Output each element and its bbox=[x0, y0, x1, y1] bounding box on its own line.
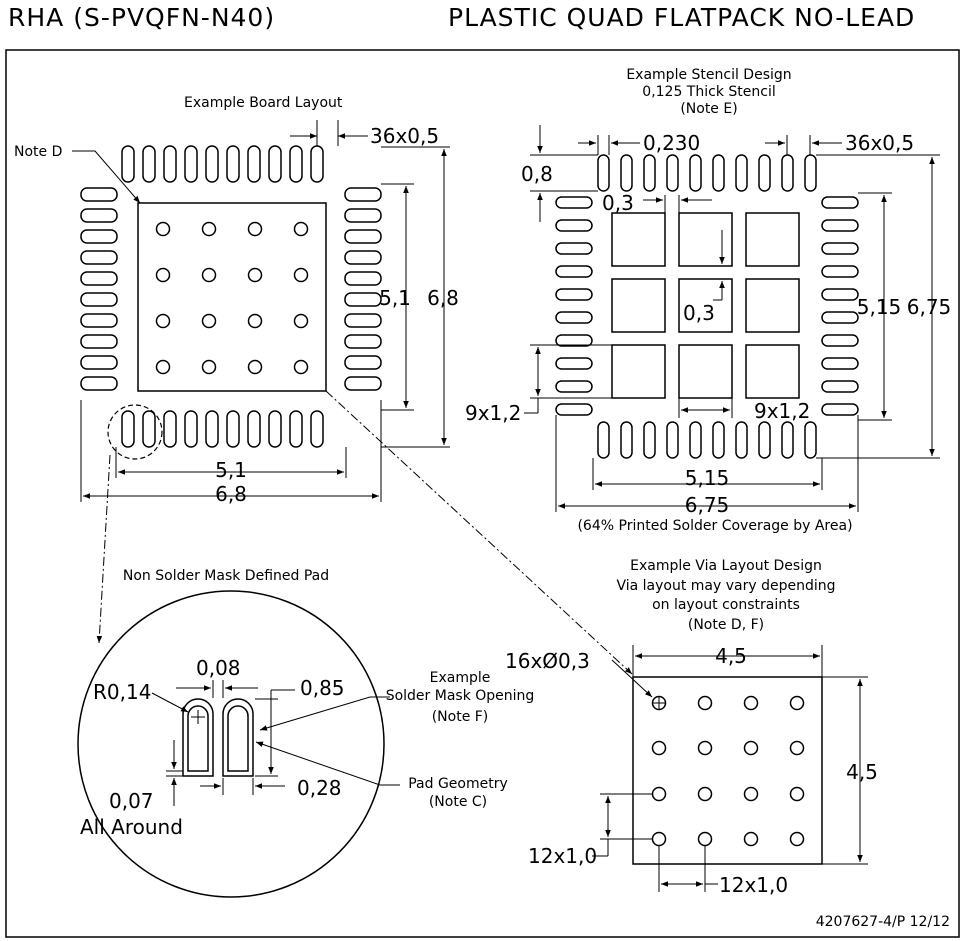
mask-opening-line-2: Solder Mask Opening bbox=[386, 688, 535, 704]
stencil-inner-height-label: 5,15 bbox=[857, 295, 902, 319]
detail-callout-circle bbox=[107, 404, 163, 460]
stencil-horizontal-dimensions bbox=[555, 415, 859, 512]
pad-geometry-leader bbox=[255, 741, 400, 786]
stencil-bottom-pitch-dimension bbox=[678, 398, 733, 418]
stencil-pad-left-column bbox=[555, 196, 593, 416]
stencil-coverage-note: (64% Printed Solder Coverage by Area) bbox=[577, 518, 852, 534]
stencil-top-dimensions bbox=[530, 125, 842, 222]
stencil-outer-height-label: 6,75 bbox=[907, 295, 952, 319]
board-pad-right-column bbox=[344, 187, 382, 391]
pad-gap-dimension bbox=[176, 680, 258, 698]
stencil-outer-width-label: 6,75 bbox=[685, 493, 730, 517]
pad-gap-label: 0,08 bbox=[196, 656, 241, 680]
note-d-leader bbox=[72, 150, 141, 204]
mask-opening-line-3: (Note F) bbox=[432, 709, 489, 725]
pad-width-label: 0,28 bbox=[297, 776, 342, 800]
stencil-title-3: (Note E) bbox=[680, 101, 737, 117]
stencil-window-vgap-label: 0,3 bbox=[683, 301, 715, 325]
radius-leader bbox=[151, 692, 189, 713]
pad-geometry-line-2: (Note C) bbox=[429, 794, 487, 810]
detail-title: Non Solder Mask Defined Pad bbox=[123, 568, 329, 584]
stencil-title-1: Example Stencil Design bbox=[626, 67, 791, 83]
detail-pads bbox=[182, 698, 254, 777]
clearance-label: 0,07 bbox=[109, 789, 154, 813]
stencil-pad-width-label: 0,230 bbox=[643, 131, 700, 155]
via-width-label: 4,5 bbox=[715, 644, 747, 668]
board-vertical-dimensions bbox=[381, 146, 450, 448]
board-via-array bbox=[155, 221, 309, 375]
stencil-pad-bottom-row bbox=[597, 421, 817, 459]
via-layout-pad bbox=[632, 676, 823, 865]
board-horizontal-dimensions bbox=[80, 400, 382, 502]
via-title-3: on layout constraints bbox=[652, 597, 800, 613]
board-pad-top-row bbox=[121, 145, 324, 183]
via-title-2: Via layout may vary depending bbox=[616, 578, 835, 594]
via-title-1: Example Via Layout Design bbox=[630, 558, 822, 574]
stencil-bottom-pitch-label: 9x1,2 bbox=[754, 399, 810, 423]
detail-leader bbox=[96, 454, 111, 644]
stencil-window-gap-label: 0,3 bbox=[602, 191, 634, 215]
via-horizontal-pitch-label: 12x1,0 bbox=[719, 873, 788, 897]
via-holes-label: 16xØ0,3 bbox=[505, 649, 590, 673]
document-code: 4207627-4/P 12/12 bbox=[816, 914, 950, 930]
stencil-pad-right-column bbox=[821, 196, 859, 416]
stencil-pitch-label: 36x0,5 bbox=[845, 131, 914, 155]
mask-opening-line-1: Example bbox=[430, 670, 491, 686]
pad-length-dimension bbox=[255, 689, 295, 777]
stencil-side-pitch-dimension bbox=[524, 344, 612, 414]
stencil-window-vgap-dimension bbox=[713, 230, 725, 301]
board-outer-height-label: 6,8 bbox=[427, 286, 459, 310]
pad-width-dimension bbox=[200, 778, 285, 795]
via-height-label: 4,5 bbox=[846, 760, 878, 784]
package-type-title: PLASTIC QUAD FLATPACK NO-LEAD bbox=[448, 3, 916, 32]
drawing-frame bbox=[5, 49, 960, 938]
board-pitch-label: 36x0,5 bbox=[370, 124, 439, 148]
stencil-pad-length-label: 0,8 bbox=[521, 162, 553, 186]
board-pad-left-column bbox=[80, 187, 118, 391]
board-inner-height-label: 5,1 bbox=[379, 286, 411, 310]
via-height-dimension bbox=[822, 676, 868, 865]
via-width-dimension bbox=[632, 645, 823, 677]
pad-geometry-line-1: Pad Geometry bbox=[408, 776, 508, 792]
via-holes-leader bbox=[611, 659, 653, 698]
stencil-side-pitch-label: 9x1,2 bbox=[465, 401, 521, 425]
detail-magnified-circle bbox=[77, 590, 385, 898]
stencil-paste-windows bbox=[611, 212, 800, 399]
via-holes bbox=[651, 695, 805, 847]
note-d-label: Note D bbox=[14, 144, 62, 160]
via-title-4: (Note D, F) bbox=[688, 617, 764, 633]
board-outer-width-label: 6,8 bbox=[215, 482, 247, 506]
pad-length-label: 0,85 bbox=[300, 676, 345, 700]
stencil-title-2: 0,125 Thick Stencil bbox=[642, 84, 775, 100]
stencil-pad-top-row bbox=[597, 154, 817, 192]
via-detail-leader bbox=[325, 390, 633, 675]
board-inner-width-label: 5,1 bbox=[215, 458, 247, 482]
board-layout-title: Example Board Layout bbox=[184, 95, 343, 111]
radius-label: R0,14 bbox=[93, 680, 151, 704]
all-around-label: All Around bbox=[80, 815, 183, 839]
board-pad-bottom-row bbox=[121, 410, 324, 448]
via-vertical-pitch-dimension bbox=[592, 793, 652, 857]
clearance-dimension bbox=[166, 740, 183, 806]
package-code-title: RHA (S-PVQFN-N40) bbox=[8, 3, 276, 32]
via-vertical-pitch-label: 12x1,0 bbox=[528, 844, 597, 868]
stencil-vertical-dimensions bbox=[816, 154, 940, 459]
via-horizontal-pitch-dimension bbox=[658, 845, 718, 892]
mask-opening-leader bbox=[259, 696, 390, 731]
stencil-inner-width-label: 5,15 bbox=[685, 466, 730, 490]
board-thermal-pad bbox=[137, 202, 327, 392]
board-pitch-dimension bbox=[290, 120, 368, 146]
